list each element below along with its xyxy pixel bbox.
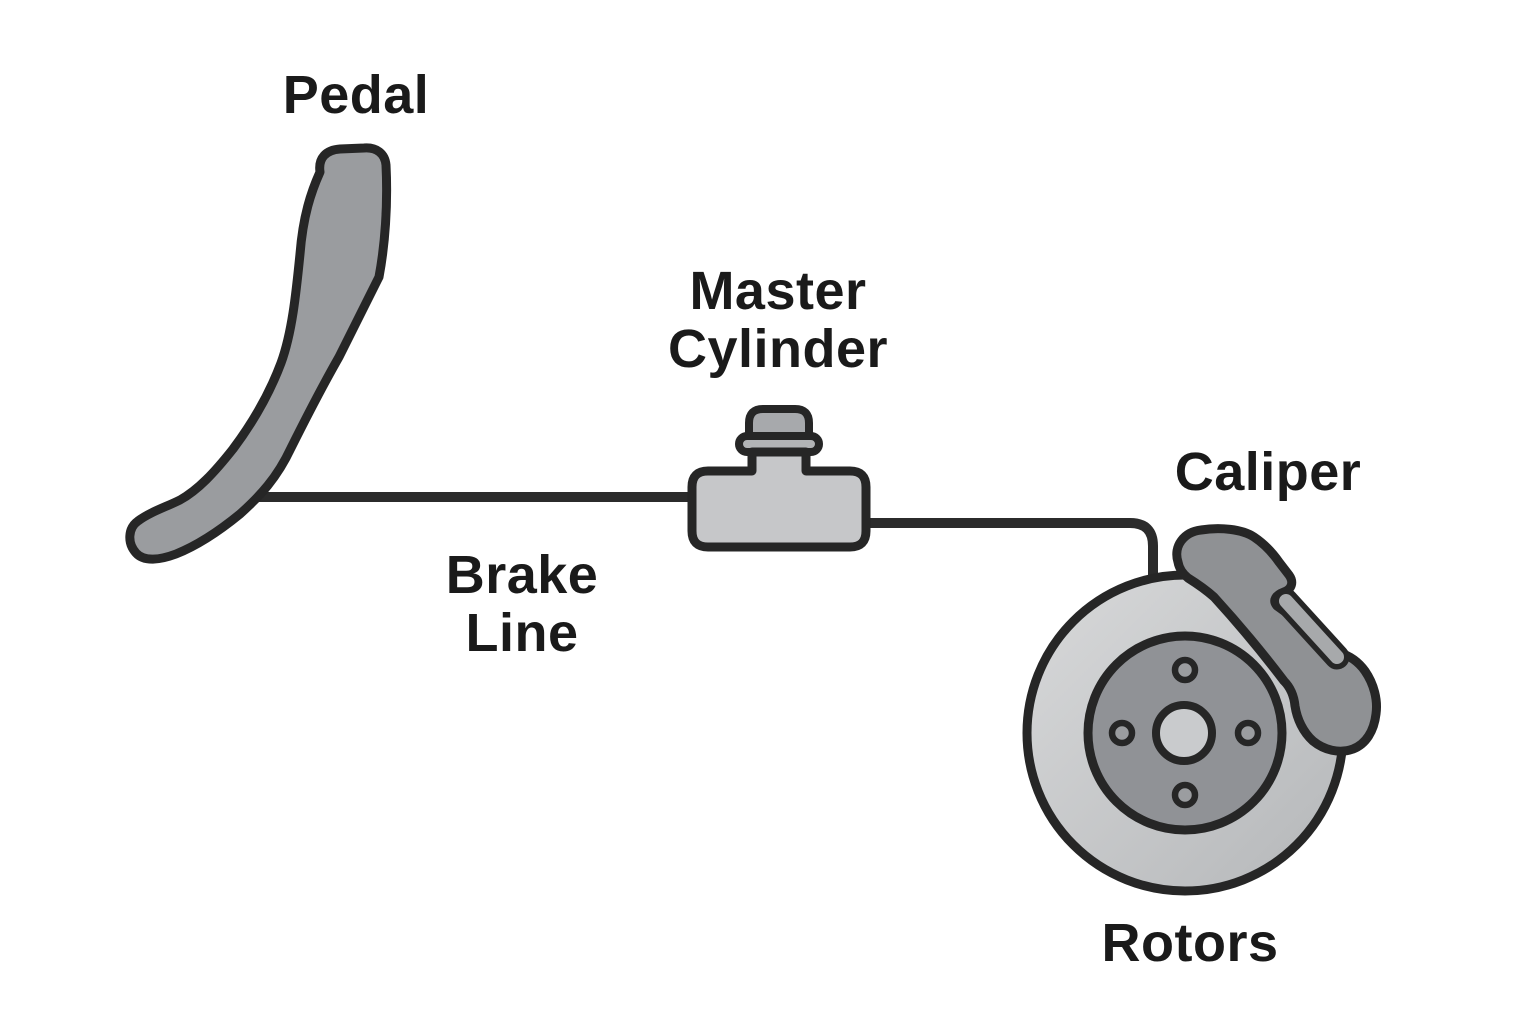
rotor-bolt-hole-top: [1171, 656, 1199, 684]
pedal-shape: [125, 143, 392, 564]
rotor-bolt-hole-left: [1108, 719, 1136, 747]
caliper-shape: [1172, 524, 1381, 756]
brake-line-caliper-segment: [845, 518, 1158, 605]
rotor-bolt-hole-bottom: [1171, 781, 1199, 809]
rotors-label: Rotors: [1101, 913, 1279, 973]
rotor-bolt-hole-right: [1234, 719, 1262, 747]
brake-line-label: Brake Line: [446, 546, 599, 662]
master-cylinder-label-line2: Cylinder: [667, 319, 889, 379]
brake-line-label-line1: Brake: [445, 545, 599, 605]
rotor-center-hole: [1152, 701, 1216, 765]
master-cylinder-label: Master Cylinder: [668, 262, 888, 378]
pedal-label: Pedal: [282, 65, 430, 125]
caliper-label: Caliper: [1174, 442, 1362, 502]
caliper-stripe: [1279, 594, 1344, 664]
master-cylinder-label-line1: Master: [689, 261, 867, 321]
brake-line-label-line2: Line: [465, 603, 579, 663]
master-cylinder-body: [687, 447, 871, 552]
